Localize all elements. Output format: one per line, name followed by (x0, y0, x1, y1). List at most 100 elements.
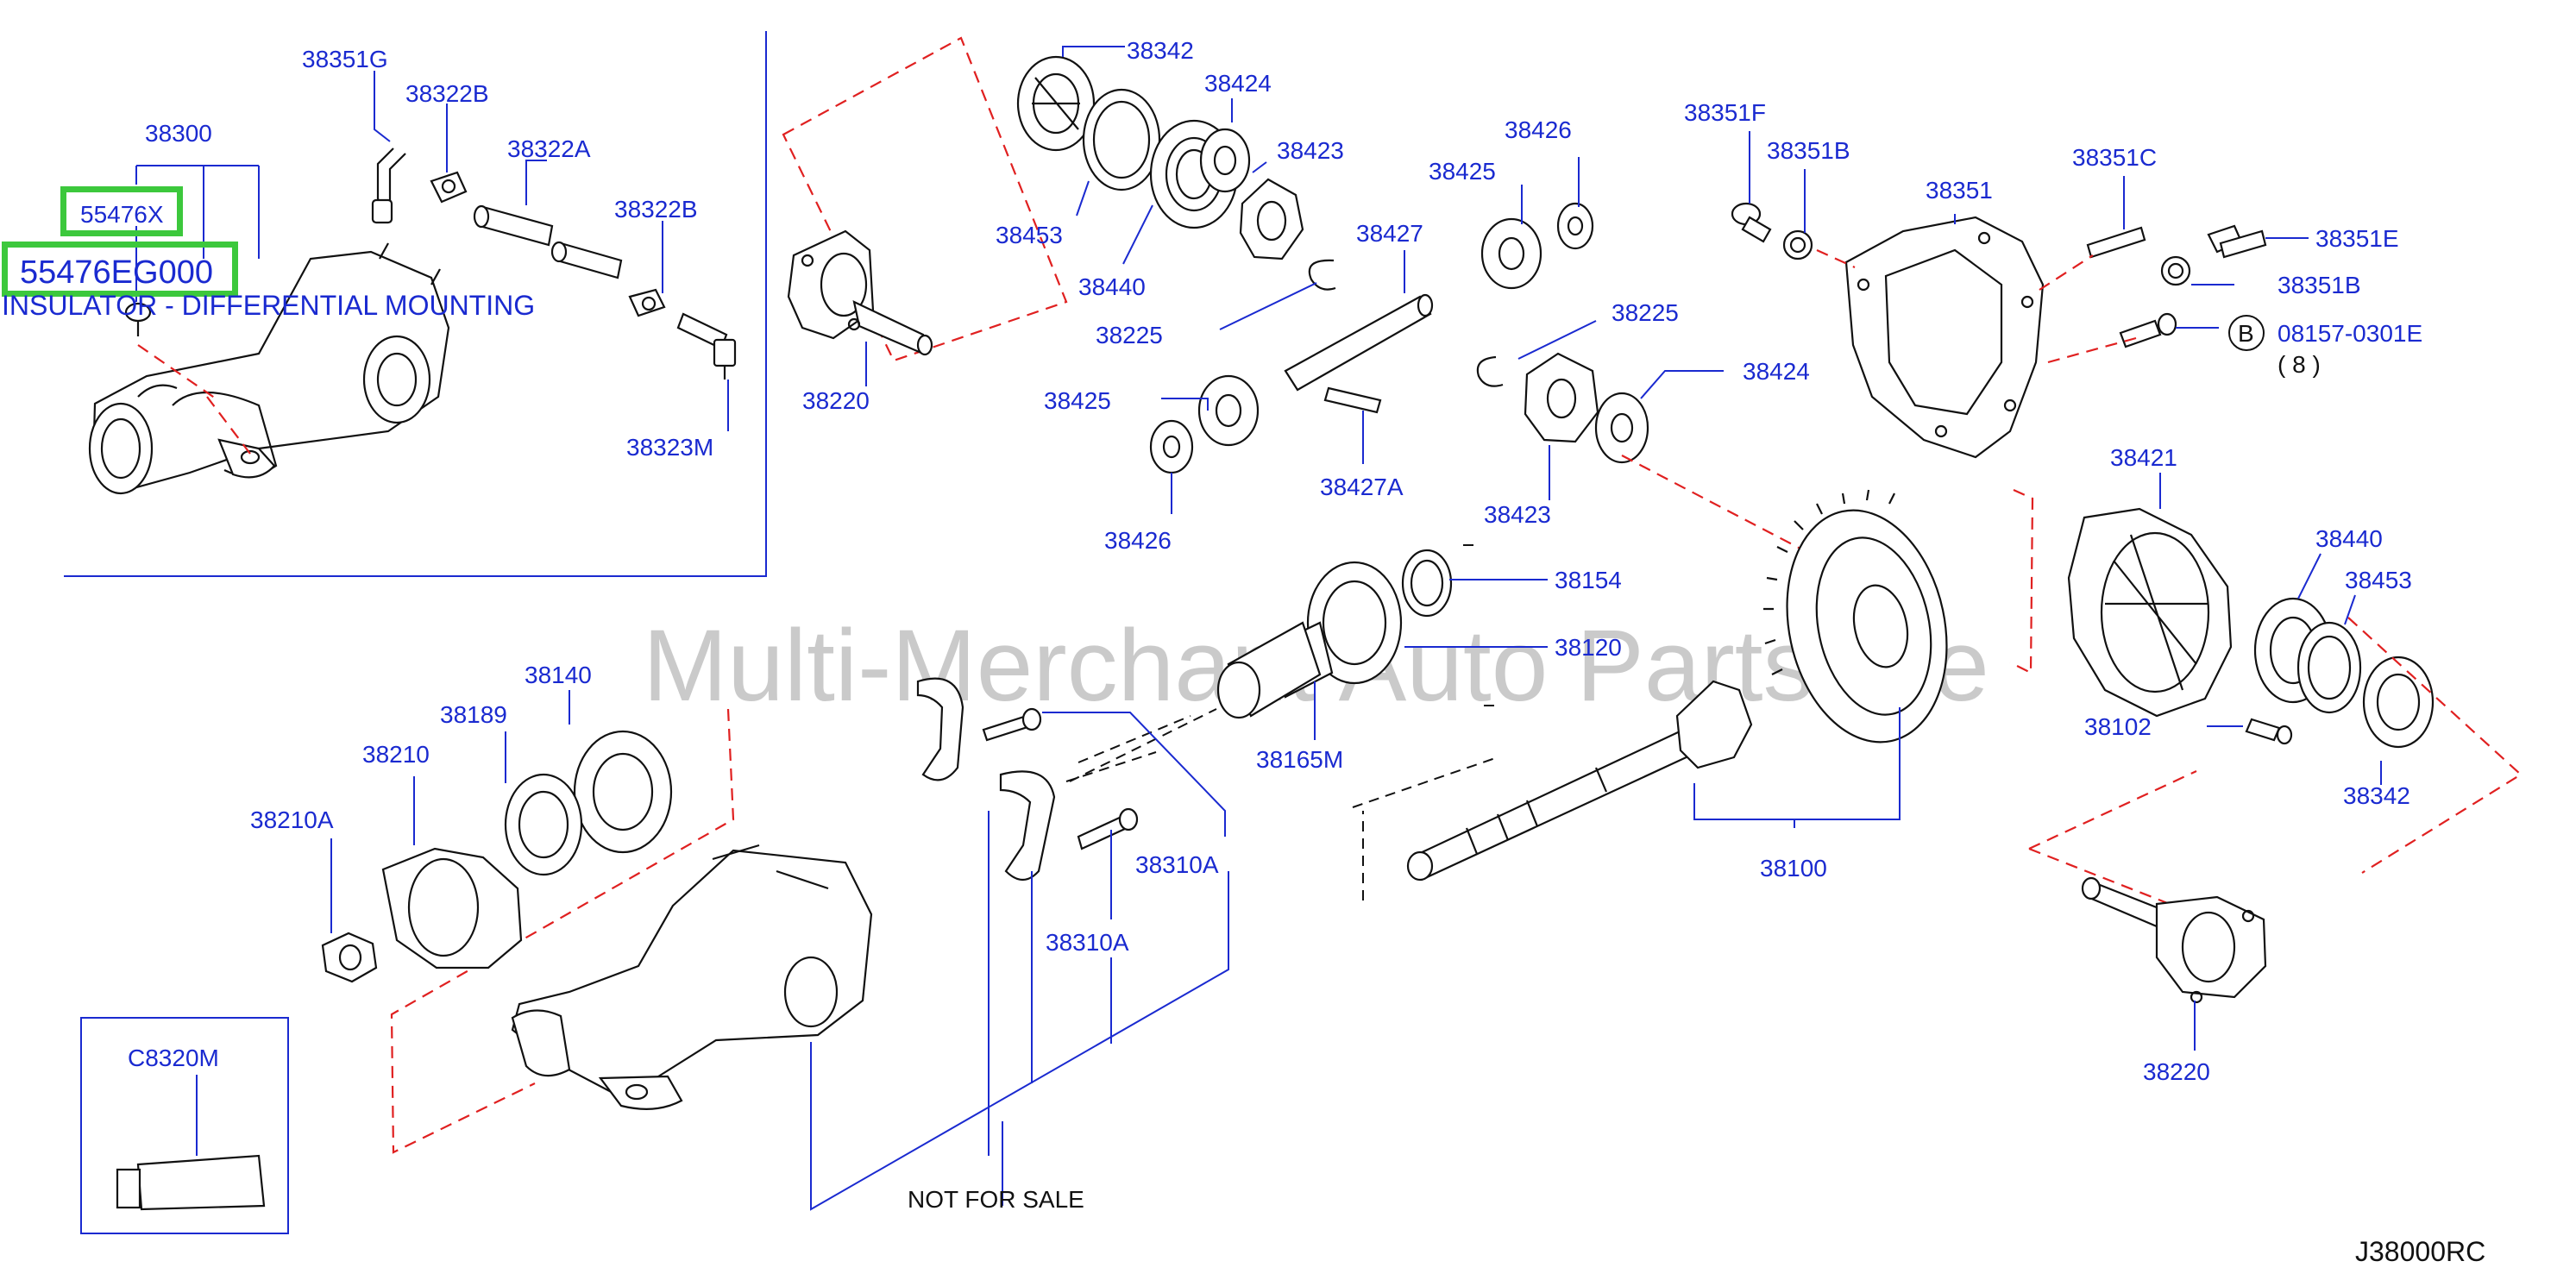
case-dashed-bracket (2009, 488, 2034, 675)
label-38165M[interactable]: 38165M (1256, 746, 1343, 773)
label-38423-b[interactable]: 38423 (1484, 501, 1551, 528)
sealant-tube-C8320M-drawing[interactable] (116, 1154, 266, 1211)
seal-38189-drawing[interactable] (504, 773, 583, 876)
lock-pin-38427A-drawing[interactable] (1323, 386, 1382, 414)
differential-assembly-drawing[interactable] (88, 242, 450, 495)
side-gear-38423-drawing[interactable] (1239, 178, 1304, 260)
diff-case-38421-drawing[interactable] (2067, 507, 2233, 718)
vent-hose-drawing[interactable] (473, 204, 623, 279)
label-38351C[interactable]: 38351C (2072, 144, 2157, 171)
label-38310A-b[interactable]: 38310A (1046, 929, 1129, 956)
label-38210[interactable]: 38210 (362, 741, 430, 768)
label-38225-a[interactable]: 38225 (1096, 322, 1163, 348)
label-38421[interactable]: 38421 (2110, 444, 2177, 471)
label-38425-a[interactable]: 38425 (1044, 387, 1111, 414)
breather-connector-drawing[interactable] (676, 312, 737, 380)
flange-38210-drawing[interactable] (381, 847, 523, 969)
label-38220-b[interactable]: 38220 (2143, 1058, 2210, 1085)
label-C8320M[interactable]: C8320M (128, 1045, 219, 1071)
label-38426-a[interactable]: 38426 (1104, 527, 1172, 554)
ring-gear-38100-drawing[interactable] (1763, 489, 1967, 757)
gasket-38351B-a-drawing[interactable] (1782, 229, 1813, 260)
filler-plug-38351E-drawing[interactable] (2207, 224, 2267, 259)
label-38423-a[interactable]: 38423 (1277, 137, 1344, 164)
label-38300[interactable]: 38300 (145, 120, 212, 147)
side-bearing-38342-b-drawing[interactable] (2362, 656, 2435, 749)
rear-cover-38351-drawing[interactable] (1844, 216, 2045, 459)
bearing-38140-drawing[interactable] (573, 730, 673, 854)
highlight-part-55476X[interactable]: 55476X (60, 186, 183, 236)
thrust-washer-38424-b-drawing[interactable] (1594, 392, 1649, 464)
label-38425-b[interactable]: 38425 (1429, 158, 1496, 185)
label-38102[interactable]: 38102 (2084, 713, 2152, 740)
pinion-seal-38453-drawing[interactable] (1082, 88, 1161, 191)
leader-38424-b (1640, 370, 1724, 399)
label-38351[interactable]: 38351 (1926, 177, 1993, 204)
hose-clamp-2-drawing[interactable] (628, 288, 666, 317)
label-38220-a[interactable]: 38220 (802, 387, 870, 414)
label-38440-a[interactable]: 38440 (1078, 273, 1146, 300)
gasket-38351B-b-drawing[interactable] (2160, 255, 2191, 286)
label-38322B-a[interactable]: 38322B (405, 80, 489, 107)
leader-38322A (525, 160, 547, 205)
drain-plug-38351F-drawing[interactable] (1731, 202, 1772, 243)
breather-hose-drawing[interactable] (371, 147, 406, 224)
pinion-mate-gear-38425-a-drawing[interactable] (1197, 374, 1260, 447)
label-38440-b[interactable]: 38440 (2315, 525, 2383, 552)
bolt-38102-drawing[interactable] (2245, 718, 2293, 745)
shim-38453-b-drawing[interactable] (2296, 621, 2362, 714)
snap-ring-38225-a-drawing[interactable] (1308, 259, 1336, 291)
companion-flange-38220-drawing[interactable] (787, 229, 933, 356)
companion-flange-38220-b-drawing[interactable] (2081, 876, 2267, 1004)
label-38427A[interactable]: 38427A (1320, 474, 1404, 500)
label-38351B-a[interactable]: 38351B (1767, 137, 1850, 164)
label-38342-a[interactable]: 38342 (1127, 37, 1194, 64)
label-38351G[interactable]: 38351G (302, 46, 388, 72)
leader-38453-b (2344, 594, 2356, 625)
label-38154[interactable]: 38154 (1555, 567, 1622, 593)
label-38210A[interactable]: 38210A (250, 806, 334, 833)
bolt-08157-drawing[interactable] (2119, 312, 2177, 348)
hose-clamp-drawing[interactable] (430, 171, 468, 204)
drive-pinion-38100-drawing[interactable] (1406, 680, 1753, 882)
label-38322A[interactable]: 38322A (507, 135, 591, 162)
bearing-cap-38310A-b-drawing[interactable] (999, 770, 1139, 882)
label-38323M[interactable]: 38323M (626, 434, 713, 461)
label-38453-a[interactable]: 38453 (996, 222, 1063, 248)
bearing-cap-38310A-a-drawing[interactable] (916, 677, 1042, 781)
side-gear-38424-drawing[interactable] (1199, 128, 1251, 193)
label-38426-b[interactable]: 38426 (1505, 116, 1572, 143)
label-38310A-a[interactable]: 38310A (1135, 851, 1219, 878)
label-38351B-b[interactable]: 38351B (2278, 272, 2361, 298)
not-for-sale-text: NOT FOR SALE (908, 1186, 1084, 1213)
label-38342-b[interactable]: 38342 (2343, 782, 2410, 809)
thrust-washer-38426-a-drawing[interactable] (1149, 419, 1194, 474)
label-38427[interactable]: 38427 (1356, 220, 1423, 247)
thrust-washer-38426-b-drawing[interactable] (1556, 202, 1594, 250)
snap-ring-38225-b-drawing[interactable] (1476, 355, 1504, 387)
label-38424-b[interactable]: 38424 (1743, 358, 1810, 385)
side-gear-38423-b-drawing[interactable] (1524, 352, 1599, 443)
label-38189[interactable]: 38189 (440, 701, 507, 728)
label-38351E[interactable]: 38351E (2315, 225, 2399, 252)
label-38140[interactable]: 38140 (525, 662, 592, 688)
pinion-shaft-38427-drawing[interactable] (1284, 293, 1434, 392)
label-38120[interactable]: 38120 (1555, 634, 1622, 661)
ring-gear-dashed-line (1621, 455, 1818, 558)
pinion-bearing-38342-drawing[interactable] (1016, 55, 1096, 152)
label-38100[interactable]: 38100 (1760, 855, 1827, 882)
nut-38210A-drawing[interactable] (321, 932, 378, 983)
label-38322B-b[interactable]: 38322B (614, 196, 698, 223)
seal-38154-drawing[interactable] (1401, 549, 1453, 618)
pinion-mate-gear-38425-b-drawing[interactable] (1480, 217, 1542, 290)
highlight-part-55476EG000[interactable]: 55476EG000 (2, 242, 238, 297)
label-08157[interactable]: 08157-0301E (2278, 320, 2422, 347)
label-38351F[interactable]: 38351F (1684, 99, 1766, 126)
label-38225-b[interactable]: 38225 (1612, 299, 1679, 326)
stud-38351C-drawing[interactable] (2086, 226, 2146, 259)
label-38424-a[interactable]: 38424 (1204, 70, 1272, 97)
carrier-housing-drawing[interactable] (511, 844, 873, 1110)
label-38453-b[interactable]: 38453 (2345, 567, 2412, 593)
spacer-38165M-drawing[interactable] (1216, 621, 1322, 719)
leader-38453-a (1076, 180, 1090, 216)
